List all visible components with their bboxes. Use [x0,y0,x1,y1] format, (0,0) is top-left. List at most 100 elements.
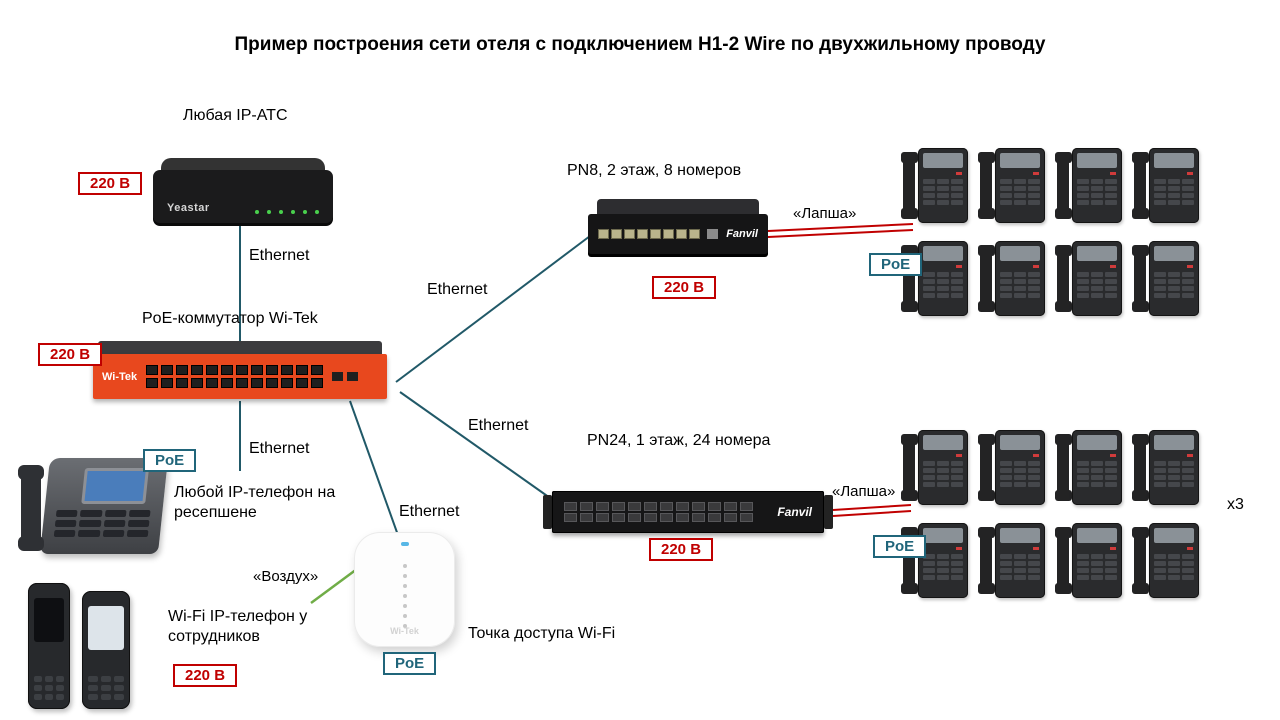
phone-screen [1154,435,1194,450]
phone-screen [1000,528,1040,543]
phone-body [1072,148,1122,223]
reception-phone-label: Любой IP-телефон на ресепшене [174,484,336,521]
phone-keypad [923,461,963,487]
switch-label: PoE-коммутатор Wi-Tek [142,310,318,327]
phone-message-led [1187,454,1193,457]
desk-phone-body [39,458,169,554]
lapsha-label: «Лапша» [793,205,857,222]
handset-keypad [34,676,64,700]
phone-handset [978,527,995,594]
wire-switch-to-ap [349,400,400,539]
ap-status-led [400,542,409,546]
phone-keypad [1077,179,1117,205]
phone-message-led [1110,547,1116,550]
hotel-ip-phone [1055,239,1123,319]
phone-message-led [1033,265,1039,268]
phone-message-led [1033,547,1039,550]
phone-body [918,148,968,223]
pn24-brand-text: Fanvil [777,505,812,519]
phone-screen [923,153,963,168]
wifi-phone-label: Wi-Fi IP-телефон у сотрудников [168,608,308,645]
hotel-ip-phone [1055,521,1123,601]
poe-badge: PoE [143,449,197,472]
power-badge: 220 В [38,343,103,366]
hotel-ip-phone [901,428,969,508]
ethernet-label: Ethernet [399,503,460,520]
phone-keypad [923,554,963,580]
phone-handset [1132,245,1149,312]
phone-body [1149,523,1199,598]
phone-body [995,430,1045,505]
lapsha-wire-bottom-2 [832,510,912,517]
phone-handset [978,434,995,501]
pn24-label: PN24, 1 этаж, 24 номера [587,432,771,449]
pbx-label: Любая IP-АТС [183,107,288,124]
phone-message-led [1187,547,1193,550]
phone-keypad [1000,272,1040,298]
desk-phone-handset [18,465,44,551]
phone-screen [923,246,963,261]
hotel-ip-phone [978,521,1046,601]
pn8-uplink-port [707,229,718,239]
phone-screen [1000,435,1040,450]
phone-screen [923,528,963,543]
handset-keypad [88,676,124,700]
phone-screen [1154,246,1194,261]
wire-switch-to-pn8 [395,235,591,383]
desk-phone-screen [81,468,149,504]
phone-keypad [1077,272,1117,298]
phone-handset [1055,245,1072,312]
poe-switch-device: Wi-Tek [93,341,387,401]
pn24-switch-device: Fanvil [543,487,833,537]
phone-message-led [956,265,962,268]
phone-message-led [1110,265,1116,268]
phone-screen [1077,528,1117,543]
ap-vents [402,564,407,628]
rack-ear-right [824,495,833,529]
phone-body [1149,148,1199,223]
poe-badge: PoE [383,652,437,675]
phone-screen [1154,528,1194,543]
phone-keypad [923,179,963,205]
phone-handset [1132,152,1149,219]
phone-handset [978,152,995,219]
switch-ports [146,365,324,388]
phone-message-led [956,547,962,550]
pn8-front-panel: Fanvil [588,214,768,254]
poe-badge: PoE [873,535,927,558]
phone-handset [1132,434,1149,501]
phone-keypad [1154,461,1194,487]
phone-body [1149,430,1199,505]
vozduh-wireless-link [310,567,358,605]
wifi-handset-devices [28,583,130,709]
phone-body [995,241,1045,316]
power-badge: 220 В [652,276,717,299]
phone-screen [1077,435,1117,450]
phone-keypad [1154,179,1194,205]
phone-keypad [1154,554,1194,580]
phone-keypad [1077,554,1117,580]
switch-front-panel: Wi-Tek [93,354,387,399]
lapsha-wire-top-2 [767,229,914,238]
phone-handset [901,152,918,219]
power-badge: 220 В [78,172,143,195]
hotel-ip-phone [1132,521,1200,601]
hotel-ip-phone [1055,428,1123,508]
phone-screen [1154,153,1194,168]
ethernet-label: Ethernet [249,440,310,457]
phone-body [918,430,968,505]
access-point-label: Точка доступа Wi-Fi [468,625,616,642]
phone-screen [923,435,963,450]
phone-message-led [1187,172,1193,175]
pbx-status-leds [255,210,319,214]
switch-brand-text: Wi-Tek [102,370,138,383]
hotel-ip-phone [901,146,969,226]
hotel-ip-phone [978,239,1046,319]
pn8-switch-device: Fanvil [588,199,768,261]
hotel-ip-phone [901,239,969,319]
phone-keypad [1000,554,1040,580]
power-badge: 220 В [649,538,714,561]
phone-keypad [923,272,963,298]
